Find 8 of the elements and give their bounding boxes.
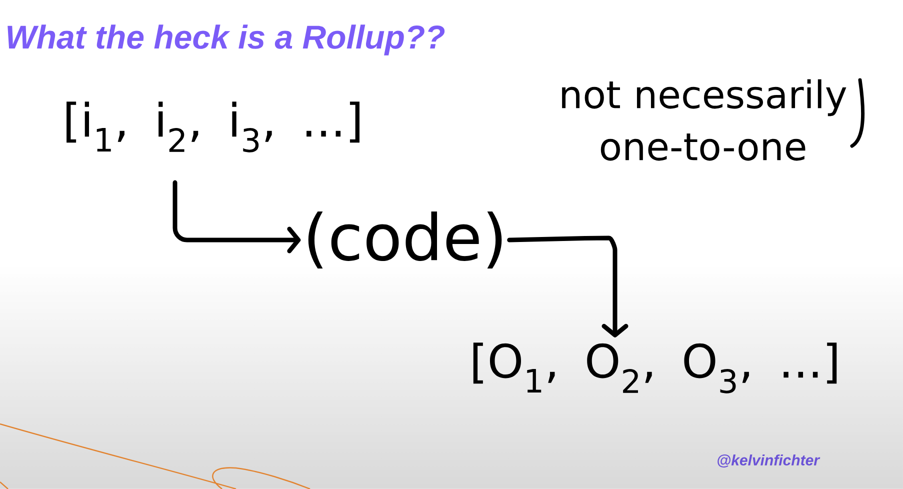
code-step: (code) <box>308 211 502 269</box>
author-handle: @kelvinfichter <box>718 454 820 468</box>
arrow <box>507 236 628 338</box>
output-list: [O$_{1}$, O$_{2}$, O$_{3}$, ...] <box>473 342 837 394</box>
input-list: [i$_{1}$, i$_{2}$, i$_{3}$, ...] <box>66 102 360 152</box>
title: What the heck is a Rollup?? <box>8 24 445 56</box>
note-text: not necessarily one-to-one <box>562 79 846 161</box>
arrow <box>172 180 301 254</box>
